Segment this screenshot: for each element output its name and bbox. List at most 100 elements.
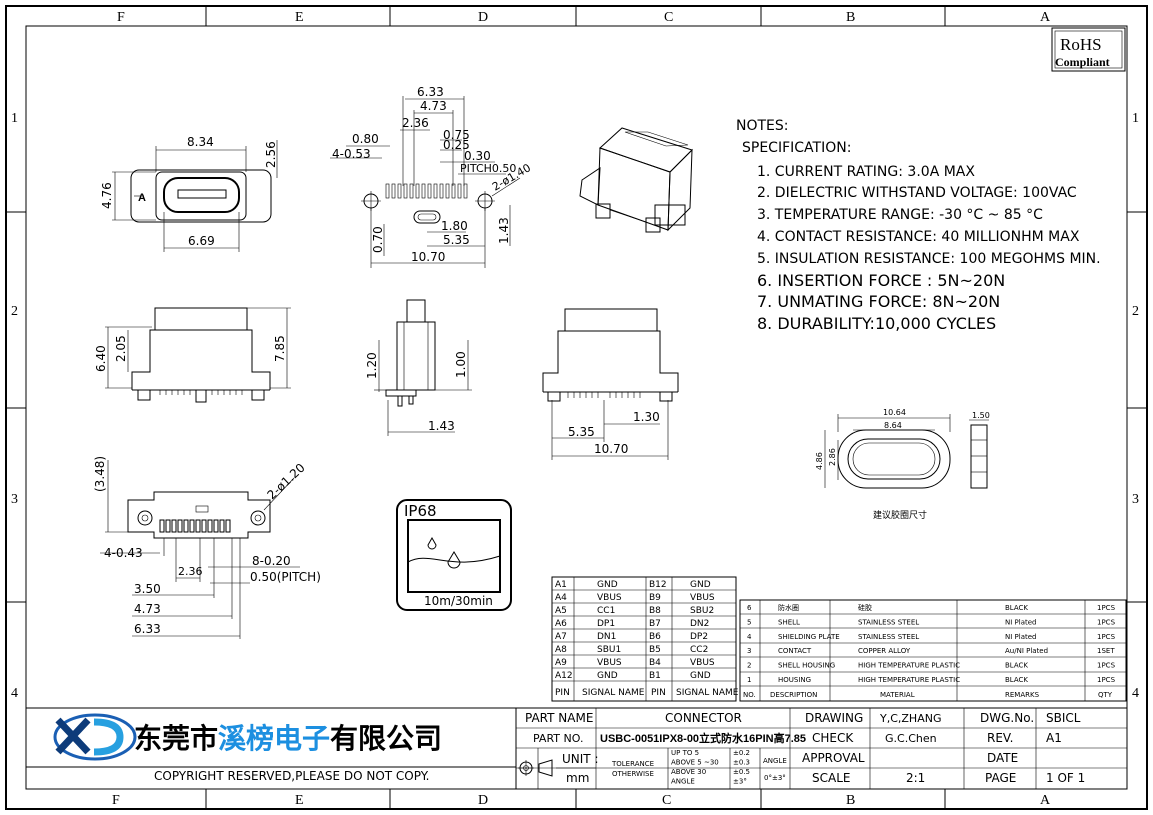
side-view-3: 1.30 5.35 10.70	[542, 308, 679, 460]
tolerance-value: ±3°	[733, 778, 747, 786]
unit-value: mm	[566, 771, 589, 785]
dim-label: 2.36	[402, 116, 429, 130]
dim-label: 4.73	[134, 602, 161, 616]
ip68-badge: IP68 10m/30min	[396, 499, 512, 611]
pin-cell: A4	[555, 593, 567, 603]
row-label-right: 2	[1132, 304, 1139, 319]
page-value: 1 OF 1	[1046, 771, 1085, 785]
rohs-subtitle: Compliant	[1055, 55, 1110, 69]
rev-label: REV.	[987, 731, 1013, 745]
bom-cell: SHIELDING PLATE	[778, 633, 840, 641]
pin-cell: A1	[555, 580, 567, 590]
pin-cell: VBUS	[690, 593, 715, 603]
dim-label: 2.86	[828, 448, 837, 466]
bom-cell: HIGH TEMPERATURE PLASTIC	[858, 676, 960, 684]
pin-cell: B6	[649, 632, 661, 642]
tolerance-label: TOLERANCE	[611, 760, 654, 768]
dim-label: 1.20	[365, 352, 379, 379]
rohs-title: RoHS	[1060, 35, 1102, 54]
check-value: G.C.Chen	[885, 732, 937, 745]
pin-cell: A7	[555, 632, 567, 642]
pin-cell: DN2	[690, 619, 709, 629]
pin-cell: A9	[555, 658, 567, 668]
projection-symbol-icon	[518, 759, 553, 777]
dim-label: 1.80	[441, 219, 468, 233]
pin-cell: DN1	[597, 632, 616, 642]
bom-cell: STAINLESS STEEL	[858, 633, 919, 641]
pin-cell: B8	[649, 606, 661, 616]
pin-cell: A8	[555, 645, 567, 655]
dim-label: A	[138, 192, 146, 204]
tolerance-range: ABOVE 5 ~30	[671, 759, 719, 767]
part-no-value: USBC-0051IPX8-00立式防水16PIN高7.85	[600, 731, 806, 745]
dim-label: 6.40	[94, 345, 108, 372]
row-label-left: 4	[11, 686, 18, 701]
bom-cell: 1PCS	[1097, 633, 1116, 641]
outer-frame	[5, 5, 1148, 810]
pin-cell: CC2	[690, 645, 708, 655]
dim-label: 0.75	[443, 128, 470, 142]
pin-cell: A6	[555, 619, 567, 629]
side-view-2: 1.20 1.00 1.43	[365, 299, 472, 436]
pin-cell: SBU2	[690, 606, 714, 616]
dim-label: 4.76	[100, 182, 114, 209]
bom-header: REMARKS	[1005, 691, 1040, 699]
dim-label: 0.25	[443, 138, 470, 152]
tolerance-range: ANGLE	[671, 778, 695, 786]
bottom-view: (3.48) 2-ø1.20 4-0.43 2.36 8-0.20 0.50(P…	[93, 456, 321, 639]
tolerance-range: UP TO 5	[671, 749, 699, 757]
dim-label: 1.00	[454, 351, 468, 378]
part-name-value: CONNECTOR	[665, 711, 742, 725]
bom-cell: 3	[747, 647, 751, 655]
dim-label: 6.33	[417, 85, 444, 99]
bom-cell: 1PCS	[1097, 662, 1116, 670]
col-label-top: B	[846, 10, 855, 25]
dim-label: 1.50	[972, 411, 990, 420]
dim-label: 1.43	[497, 217, 511, 244]
dwg-value: SBICL	[1046, 711, 1081, 725]
bom-cell: 6	[747, 604, 752, 612]
bom-cell: COPPER ALLOY	[858, 647, 911, 655]
unit-label: UNIT :	[562, 752, 599, 766]
rohs-badge: RoHS Compliant	[1051, 27, 1126, 72]
dim-label: 2.05	[114, 335, 128, 362]
pin-cell: SBU1	[597, 645, 621, 655]
notes-heading: NOTES:	[736, 118, 789, 134]
pin-cell: B4	[649, 658, 661, 668]
bom-cell: SHELL HOUSING	[778, 662, 835, 670]
check-label: CHECK	[812, 731, 854, 745]
pin-header: SIGNAL NAME	[582, 688, 645, 698]
dim-label: 2.56	[264, 141, 278, 168]
bom-header: DESCRIPTION	[770, 691, 817, 699]
bom-cell: 防水圈	[778, 603, 799, 612]
bom-cell: 5	[747, 618, 751, 626]
isometric-view	[579, 127, 693, 233]
note-item: 1. CURRENT RATING: 3.0A MAX	[757, 164, 975, 180]
col-label-top: F	[117, 10, 125, 25]
tolerance-value: ±0.5	[733, 768, 750, 776]
note-item: 7. UNMATING FORCE: 8N~20N	[757, 292, 1000, 311]
pin-cell: VBUS	[597, 593, 622, 603]
pin-cell: B9	[649, 593, 661, 603]
pin-header: SIGNAL NAME	[676, 688, 739, 698]
bom-cell: CONTACT	[778, 647, 812, 655]
part-name-label: PART NAME	[525, 711, 593, 725]
dim-label: 6.33	[134, 622, 161, 636]
row-label-left: 1	[11, 111, 18, 126]
rev-value: A1	[1046, 731, 1062, 745]
col-label-bottom: A	[1040, 793, 1051, 808]
pin-cell: B7	[649, 619, 661, 629]
pin-header: PIN	[555, 688, 570, 698]
bom-cell: SHELL	[778, 618, 800, 626]
note-item: 2. DIELECTRIC WITHSTAND VOLTAGE: 100VAC	[757, 185, 1077, 201]
zone-labels: F E D C B A F E D C B A 1 2 3 4 1 2 3 4	[11, 10, 1139, 808]
note-item: 3. TEMPERATURE RANGE: -30 °C ~ 85 °C	[757, 207, 1043, 223]
pin-cell: B5	[649, 645, 661, 655]
notes-subheading: SPECIFICATION:	[742, 140, 851, 156]
gasket-caption: 建议胶圈尺寸	[873, 509, 927, 521]
bom-cell: Au/NI Plated	[1005, 647, 1048, 655]
title-block: 东莞市溪榜电子有限公司 COPYRIGHT RESERVED,PLEASE DO…	[26, 707, 1127, 789]
dim-label: 8.34	[187, 135, 214, 149]
